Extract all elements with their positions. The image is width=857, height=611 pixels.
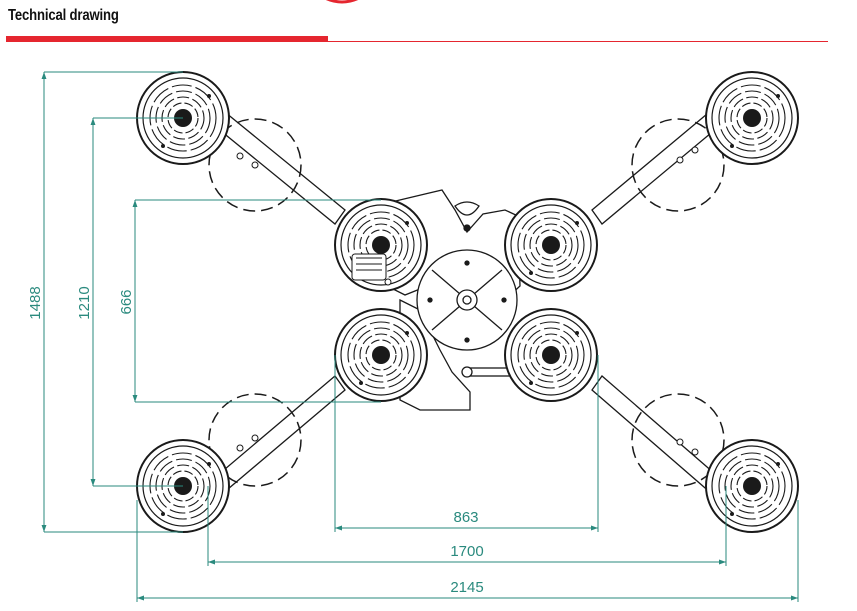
- suction-pad-top-right: [705, 71, 799, 165]
- suction-pad-center-bottom-right: [504, 308, 598, 402]
- arm-holes: [236, 146, 699, 456]
- suction-pad-bottom-right: [705, 439, 799, 533]
- logo-arc-decoration: [326, 0, 358, 4]
- dim-total-height: 1488: [27, 286, 44, 319]
- dim-center-height: 666: [118, 289, 135, 314]
- valve-block: [351, 253, 392, 286]
- dim-inner-height: 1210: [76, 286, 93, 319]
- alternate-pad-positions: [208, 118, 725, 487]
- dim-total-width: 2145: [450, 579, 483, 596]
- suction-pad-center-top-right: [504, 198, 598, 292]
- dim-inner-width: 1700: [450, 543, 483, 560]
- header-accent-bar: [6, 36, 328, 42]
- dimension-lines: [41, 71, 799, 602]
- suction-pad-center-bottom-left: [334, 308, 428, 402]
- header-divider: [328, 41, 828, 42]
- arms: [204, 103, 730, 501]
- dim-center-width: 863: [453, 509, 478, 526]
- page-title: Technical drawing: [8, 7, 119, 24]
